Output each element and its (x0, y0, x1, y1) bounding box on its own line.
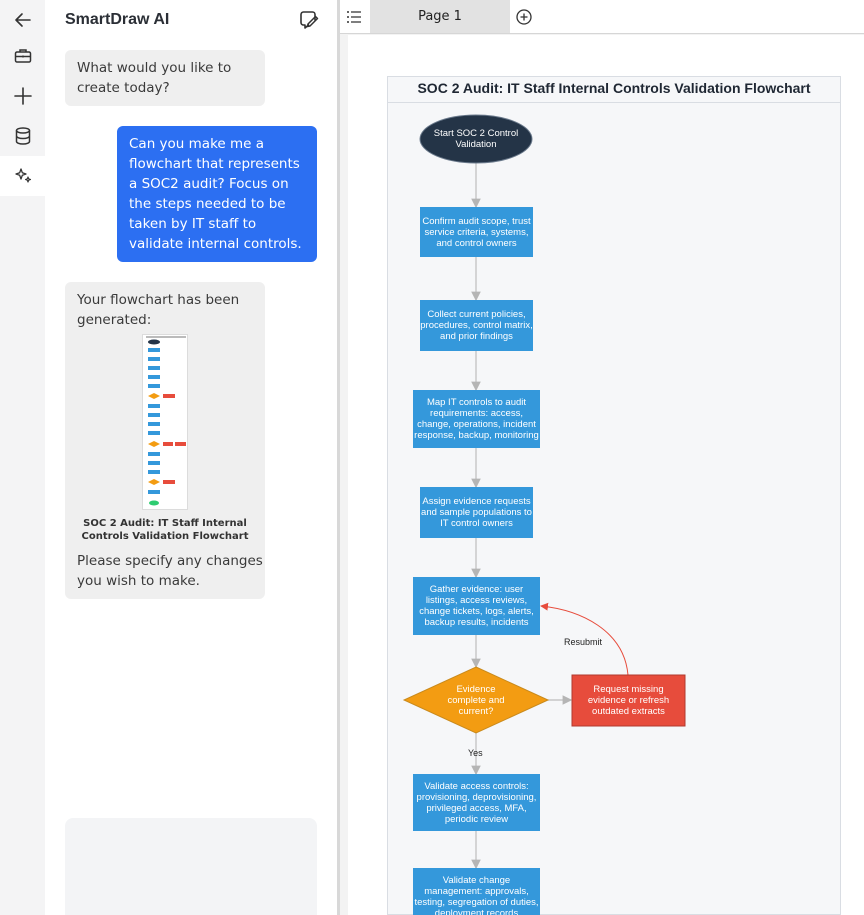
node-scope-label: Confirm audit scope, trust service crite… (422, 215, 531, 249)
flowchart-thumbnail-image (146, 336, 186, 506)
back-button[interactable] (0, 0, 45, 40)
edge-label-yes: Yes (468, 748, 483, 758)
node-gather-label: Gather evidence: user listings, access r… (419, 584, 534, 628)
node-change-label: Validate change management: approvals, t… (414, 875, 539, 915)
node-access-label: Validate access controls: provisioning, … (416, 780, 537, 825)
chat-input-box[interactable] (65, 818, 317, 915)
edge-resubmit-loop (540, 602, 629, 676)
node-start-label: Start SOC 2 Control Validation (433, 128, 519, 150)
page-tab-bar: Page 1 (340, 0, 864, 34)
tab-page-1[interactable]: Page 1 (370, 0, 510, 33)
diagram-title[interactable]: SOC 2 Audit: IT Staff Internal Controls … (417, 80, 811, 96)
node-decision-label: Evidence complete and current? (447, 683, 505, 717)
page-list-button[interactable] (340, 0, 368, 33)
node-assign-shape[interactable] (420, 487, 533, 538)
thumbnail-caption: SOC 2 Audit: IT Staff Internal Controls … (81, 518, 249, 542)
panel-divider[interactable] (337, 0, 340, 915)
node-decision-shape[interactable] (402, 666, 550, 734)
left-icon-rail (0, 0, 45, 915)
node-map-shape[interactable] (413, 390, 540, 448)
back-arrow-icon (14, 13, 31, 27)
generated-intro-text: Your flowchart has been generated: (77, 292, 240, 328)
database-icon (15, 127, 30, 145)
flowchart-connectors (471, 163, 573, 870)
ai-result-message: Your flowchart has been generated: (65, 282, 265, 599)
data-button[interactable] (0, 116, 45, 156)
flowchart-thumbnail[interactable] (142, 334, 188, 510)
node-start-shape[interactable] (419, 114, 533, 164)
templates-button[interactable] (0, 36, 45, 76)
node-map-label: Map IT controls to audit requirements: a… (414, 397, 539, 441)
node-collect-shape[interactable] (420, 300, 533, 351)
node-gather-shape[interactable] (413, 577, 540, 635)
sparkle-icon (14, 168, 31, 183)
followup-text: Please specify any changes you wish to m… (77, 553, 263, 589)
node-change-shape[interactable] (413, 868, 540, 915)
briefcase-icon (14, 49, 31, 63)
node-assign-label: Assign evidence requests and sample popu… (421, 496, 532, 529)
diagram-title-divider (387, 102, 841, 103)
plus-icon (13, 87, 32, 105)
ai-button[interactable] (0, 156, 45, 196)
user-request-message: Can you make me a flowchart that represe… (117, 126, 317, 262)
add-page-icon[interactable] (513, 6, 535, 28)
add-button[interactable] (0, 76, 45, 116)
node-request-shape[interactable] (571, 674, 686, 727)
ai-chat-panel: SmartDraw AI What would you like to crea… (45, 0, 337, 915)
edge-label-resubmit: Resubmit (564, 637, 603, 647)
node-request-label: Request missing evidence or refresh outd… (587, 684, 670, 717)
node-access-shape[interactable] (413, 774, 540, 831)
node-collect-label: Collect current policies, procedures, co… (420, 309, 533, 342)
new-chat-icon[interactable] (298, 9, 320, 31)
node-scope-shape[interactable] (420, 207, 533, 257)
chat-title: SmartDraw AI (65, 11, 170, 28)
list-icon (347, 10, 361, 23)
ai-greeting-message: What would you like to create today? (65, 50, 265, 106)
